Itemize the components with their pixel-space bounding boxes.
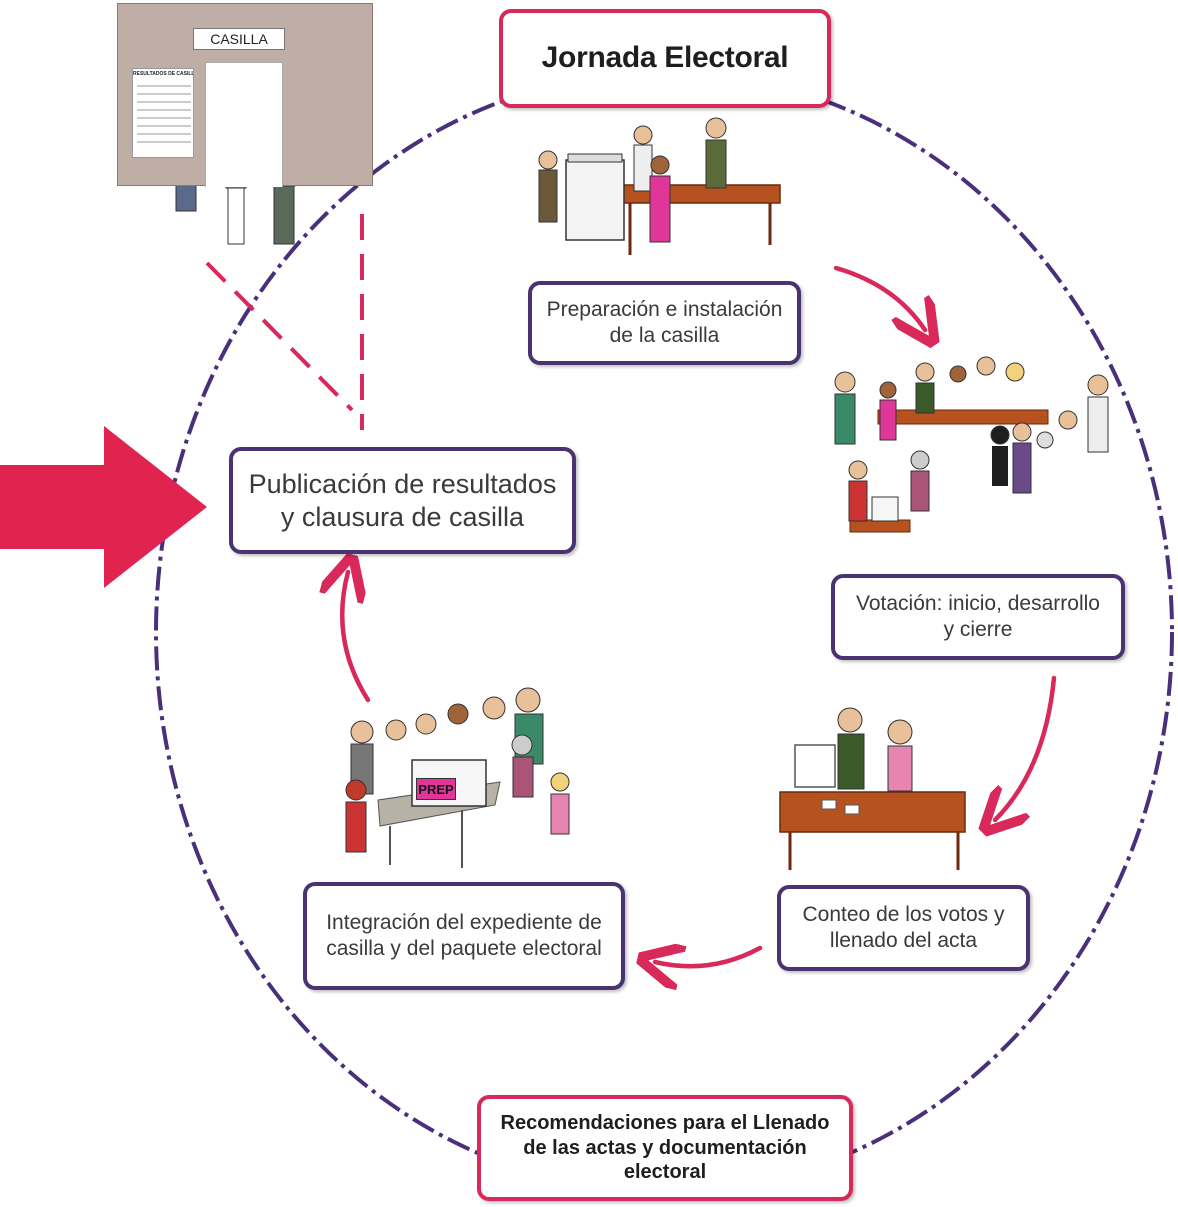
step-publicacion: Publicación de resultados y clausura de …: [229, 447, 576, 554]
cycle-ellipse: [154, 70, 1174, 1194]
poster-line: [137, 117, 191, 119]
results-poster-title: RESULTADOS DE CASILLA: [133, 71, 193, 77]
poster-line: [137, 109, 191, 111]
casilla-illustration: CASILLA RESULTADOS DE CASILLA: [117, 3, 373, 187]
integracion-illustration: [345, 687, 570, 868]
step-integracion: Integración del expediente de casilla y …: [303, 882, 625, 990]
poster-line: [137, 125, 191, 127]
step-conteo: Conteo de los votos y llenado del acta: [777, 885, 1030, 971]
step-votacion: Votación: inicio, desarrollo y cierre: [831, 574, 1125, 660]
poster-line: [137, 101, 191, 103]
casilla-doorway: [205, 62, 283, 187]
results-poster: RESULTADOS DE CASILLA: [132, 68, 194, 158]
casilla-sign: CASILLA: [193, 28, 285, 50]
arrow-votacion-to-conteo: [995, 675, 1057, 820]
arrow-integracion-to-publicacion: [342, 572, 371, 703]
current-step-arrow-icon: [0, 426, 207, 588]
poster-line: [137, 93, 191, 95]
poster-line: [137, 85, 191, 87]
arrow-prep-to-votacion: [833, 265, 925, 330]
step-preparacion: Preparación e instalación de la casilla: [528, 281, 801, 365]
conteo-illustration: [779, 707, 966, 870]
poster-line: [137, 133, 191, 135]
arrow-conteo-to-integracion: [655, 948, 763, 966]
prep-illustration: [538, 117, 781, 255]
votacion-illustration: [834, 356, 1109, 533]
poster-line: [137, 141, 191, 143]
dashed-connector-left: [205, 261, 354, 412]
footer-recommendations: Recomendaciones para el Llenado de las a…: [477, 1095, 853, 1201]
prep-box-label: PREP: [416, 778, 456, 800]
diagram-title: Jornada Electoral: [499, 9, 831, 108]
